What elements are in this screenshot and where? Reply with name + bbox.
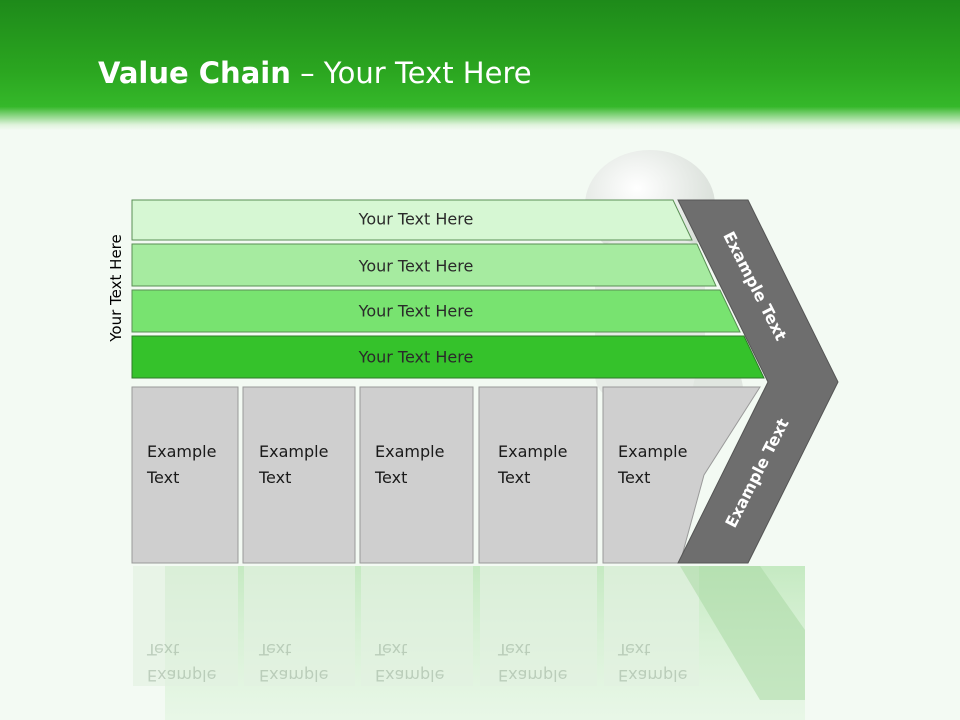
diagram-reflection <box>133 566 805 720</box>
support-bar-2-label: Your Text Here <box>358 256 474 276</box>
header-banner <box>0 0 960 130</box>
title-bold: Value Chain <box>98 56 291 90</box>
margin-chevron[interactable] <box>677 199 839 564</box>
support-bar-3[interactable] <box>131 289 741 333</box>
primary-cell-1[interactable] <box>131 386 239 564</box>
support-bar-4[interactable] <box>131 335 765 379</box>
support-bar-1[interactable] <box>131 199 693 241</box>
primary-cell-4[interactable] <box>478 386 598 564</box>
support-bar-2[interactable] <box>131 243 717 287</box>
primary-cell-5[interactable] <box>602 386 761 564</box>
title-rest: – Your Text Here <box>290 56 532 90</box>
primary-cell-3[interactable] <box>359 386 474 564</box>
support-bar-1-label: Your Text Here <box>358 209 474 229</box>
support-bar-4-label: Your Text Here <box>358 347 474 367</box>
primary-cell-2[interactable] <box>242 386 356 564</box>
side-axis-label: Your Text Here <box>107 234 125 342</box>
support-bar-3-label: Your Text Here <box>358 301 474 321</box>
page-title: Value Chain – Your Text Here <box>98 56 532 90</box>
